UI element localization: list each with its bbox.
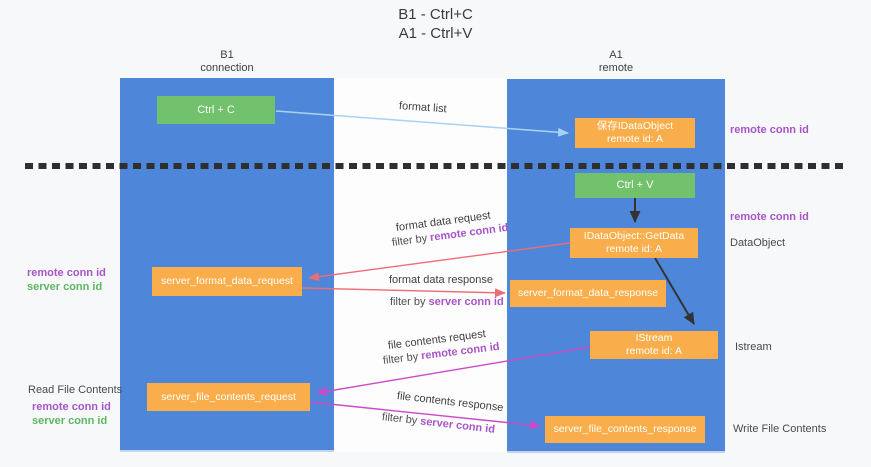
node-server-file-contents-response-label: server_file_contents_response [553, 423, 697, 435]
label-remote-conn-id-top: remote conn id [730, 124, 809, 136]
column-header-b1: B1 connection [120, 49, 334, 75]
node-ctrl-c-label: Ctrl + C [197, 103, 235, 116]
arrow-file-contents-request [316, 346, 591, 396]
middle-panel [334, 78, 507, 452]
title-line-2: A1 - Ctrl+V [398, 25, 473, 42]
label-left-server-conn-id-mid: server conn id [27, 281, 103, 293]
node-server-format-data-response-label: server_format_data_response [517, 287, 659, 299]
node-istream: IStream remote id: A [590, 331, 718, 359]
label-dataobject: DataObject [730, 237, 786, 249]
node-server-format-data-response: server_format_data_response [510, 280, 666, 307]
column-b1-name: B1 [220, 49, 234, 61]
diagram-title: B1 - Ctrl+C A1 - Ctrl+V [0, 5, 871, 43]
label-left-remote-conn-id-bottom: remote conn id [32, 401, 111, 413]
arrow-format-list [275, 110, 569, 137]
node-getdata-line1: IDataObject::GetData [583, 230, 685, 242]
flow-label-format-data-response: format data response [389, 274, 493, 286]
column-b1-role: connection [200, 62, 254, 74]
node-istream-line1: IStream [635, 332, 673, 344]
label-istream: Istream [735, 341, 772, 353]
column-header-a1: A1 remote [507, 49, 725, 75]
arrow-format-data-response [301, 287, 506, 298]
label-write-file-contents: Write File Contents [733, 423, 827, 435]
title-line-1: B1 - Ctrl+C [398, 6, 473, 23]
label-left-server-conn-id-bottom: server conn id [32, 415, 108, 427]
filter-key-server-conn-id: server conn id [428, 296, 504, 308]
node-server-file-contents-request-label: server_file_contents_request [161, 390, 296, 403]
node-server-file-contents-response: server_file_contents_response [545, 416, 705, 443]
label-read-file-contents: Read File Contents [28, 384, 123, 396]
arrow-getdata-to-istream [654, 257, 695, 325]
column-a1-role: remote [598, 62, 634, 74]
node-idataobject-getdata: IDataObject::GetData remote id: A [570, 228, 698, 258]
node-server-format-data-request: server_format_data_request [152, 267, 302, 296]
node-ctrl-v: Ctrl + V [575, 173, 695, 198]
label-remote-conn-id-mid: remote conn id [730, 211, 809, 223]
node-istream-line2: remote id: A [625, 345, 683, 357]
node-server-format-data-request-label: server_format_data_request [161, 275, 293, 287]
node-getdata-line2: remote id: A [605, 243, 663, 255]
node-server-file-contents-request: server_file_contents_request [147, 383, 310, 411]
column-a1-name: A1 [609, 49, 623, 61]
node-save-idataobject-line1: 保存IDataObject [596, 120, 674, 132]
label-left-remote-conn-id-mid: remote conn id [27, 267, 106, 279]
node-save-idataobject-line2: remote id: A [606, 133, 664, 145]
node-ctrl-v-label: Ctrl + V [616, 179, 654, 191]
node-ctrl-c: Ctrl + C [157, 96, 275, 124]
arrow-file-contents-response [309, 401, 541, 430]
filter-prefix: filter by [390, 296, 426, 308]
arrow-format-data-request [308, 242, 571, 282]
node-save-idataobject: 保存IDataObject remote id: A [575, 118, 695, 148]
